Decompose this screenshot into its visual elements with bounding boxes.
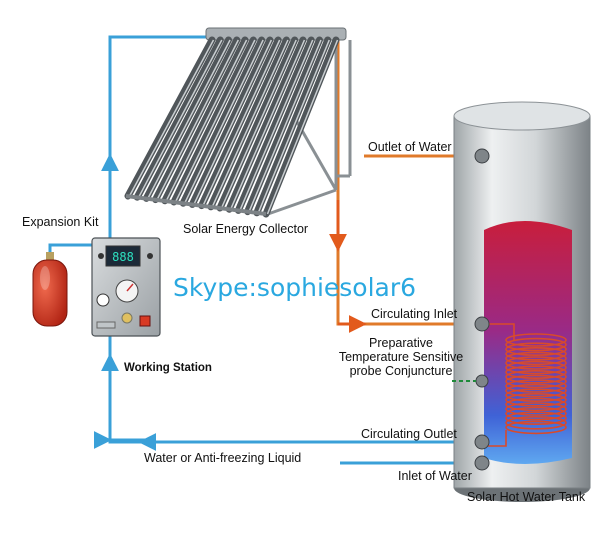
coil-turn bbox=[505, 337, 567, 352]
label-expansion-kit: Expansion Kit bbox=[22, 215, 99, 229]
vacuum-tube bbox=[216, 36, 299, 212]
label-tank: Solar Hot Water Tank bbox=[467, 490, 586, 504]
hot-water-tank bbox=[452, 101, 591, 502]
vacuum-tube-highlight bbox=[174, 39, 256, 203]
coil-turn bbox=[505, 411, 567, 426]
coil-turn bbox=[505, 369, 567, 384]
vacuum-tube-highlight bbox=[211, 39, 289, 208]
coil-turn bbox=[505, 406, 567, 421]
label-working-station: Working Station bbox=[124, 362, 212, 374]
label-probe-line1: Preparative bbox=[369, 336, 433, 350]
coil-turn bbox=[505, 397, 567, 412]
vacuum-tube bbox=[179, 36, 266, 207]
label-inlet-of-water: Inlet of Water bbox=[398, 469, 472, 483]
working-station: 888 bbox=[91, 237, 161, 337]
solar-collector bbox=[124, 27, 352, 218]
coil-turn bbox=[505, 388, 567, 403]
label-probe-line3: probe Conjuncture bbox=[350, 364, 453, 378]
vacuum-tube-highlight bbox=[257, 39, 330, 214]
coil-turn bbox=[505, 420, 567, 435]
label-circulating-outlet: Circulating Outlet bbox=[361, 427, 457, 441]
vacuum-tube-highlight bbox=[239, 39, 314, 211]
vacuum-tube bbox=[207, 36, 290, 211]
vacuum-tube-highlight bbox=[128, 39, 215, 197]
vacuum-tube bbox=[244, 36, 323, 216]
coil-turn bbox=[505, 351, 567, 366]
heat-exchanger-coil bbox=[486, 323, 567, 447]
vacuum-tube-highlight bbox=[156, 39, 239, 200]
coil-turn bbox=[505, 346, 567, 361]
vacuum-tube-highlight bbox=[147, 39, 231, 199]
vacuum-tube-highlight bbox=[184, 39, 264, 204]
vacuum-tube bbox=[198, 36, 282, 210]
vacuum-tube bbox=[124, 36, 216, 200]
coil-turn bbox=[505, 374, 567, 389]
labels: Solar Energy Collector Expansion Kit Wor… bbox=[22, 140, 586, 504]
vacuum-tube bbox=[225, 36, 307, 213]
label-working-fluid: Water or Anti-freezing Liquid bbox=[144, 451, 301, 465]
vacuum-tube bbox=[234, 36, 315, 214]
label-solar-collector: Solar Energy Collector bbox=[183, 222, 308, 236]
outlet-fitting-icon bbox=[474, 148, 490, 164]
coil-turn bbox=[505, 379, 567, 393]
vacuum-tube-highlight bbox=[248, 39, 322, 212]
vacuum-tube bbox=[142, 36, 233, 202]
vacuum-tube-highlight bbox=[202, 39, 281, 206]
label-circulating-inlet: Circulating Inlet bbox=[371, 307, 458, 321]
pump-icon bbox=[121, 312, 133, 324]
coil-turn bbox=[505, 402, 567, 416]
controller-readout: 888 bbox=[112, 250, 134, 264]
vacuum-tube-highlight bbox=[220, 39, 297, 209]
expansion-tank bbox=[32, 252, 68, 327]
vacuum-tube-highlight bbox=[193, 39, 273, 205]
vacuum-tube bbox=[188, 36, 274, 208]
vacuum-tube bbox=[170, 36, 257, 206]
vacuum-tube-highlight bbox=[138, 39, 223, 198]
vacuum-tubes bbox=[124, 36, 340, 218]
vacuum-tube bbox=[133, 36, 224, 201]
vacuum-tube-highlight bbox=[266, 39, 339, 215]
vacuum-tube-highlight bbox=[230, 39, 306, 210]
probe-fitting-icon bbox=[475, 374, 489, 388]
coil-turn bbox=[505, 415, 567, 430]
vacuum-tube bbox=[161, 36, 249, 205]
vacuum-tube bbox=[152, 36, 241, 204]
label-outlet-of-water: Outlet of Water bbox=[368, 140, 452, 154]
vacuum-tube bbox=[262, 36, 340, 218]
coil-turn bbox=[505, 365, 567, 380]
circulating-outlet-fitting-icon bbox=[474, 434, 490, 450]
coil-turn bbox=[505, 360, 567, 375]
coil-turn bbox=[505, 356, 567, 370]
vacuum-tube-highlight bbox=[165, 39, 248, 202]
circulating-inlet-fitting-icon bbox=[474, 316, 490, 332]
coil-turn bbox=[505, 383, 567, 398]
vacuum-tube bbox=[253, 36, 332, 217]
coil-turn bbox=[505, 392, 567, 407]
label-probe-line2: Temperature Sensitive bbox=[339, 350, 463, 364]
coil-turn bbox=[505, 342, 567, 357]
coil-turn bbox=[505, 333, 567, 347]
inlet-fitting-icon bbox=[474, 455, 490, 471]
watermark: Skype:sophiesolar6 bbox=[173, 273, 416, 302]
